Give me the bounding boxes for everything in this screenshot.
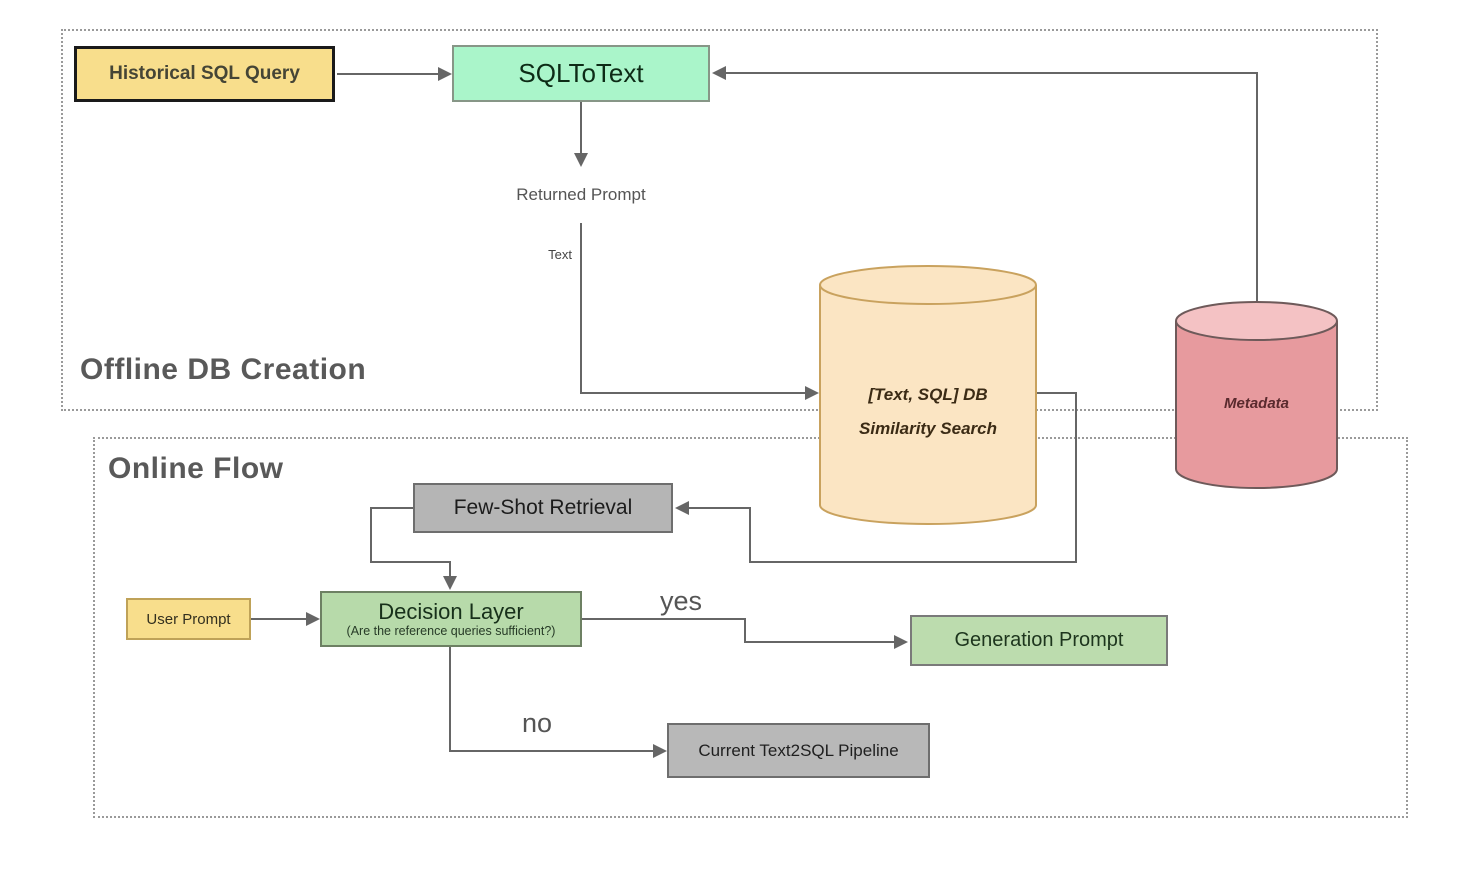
cylinder-top <box>1175 301 1338 341</box>
text-edge-label: Text <box>548 247 572 262</box>
decision-layer-label: Decision Layer <box>378 598 524 624</box>
online-section-title: Online Flow <box>108 452 284 485</box>
generation-prompt-node: Generation Prompt <box>910 615 1168 666</box>
returned-prompt-edge-label: Returned Prompt <box>516 185 646 204</box>
text-sql-db-label: [Text, SQL] DB Similarity Search <box>819 378 1037 446</box>
text-sql-db-label-line1: [Text, SQL] DB <box>868 385 988 404</box>
user-prompt-node: User Prompt <box>126 598 251 640</box>
metadata-cylinder: Metadata <box>1175 301 1338 491</box>
few-shot-retrieval-label: Few-Shot Retrieval <box>453 496 633 519</box>
yes-edge-label: yes <box>660 586 703 616</box>
historical-sql-query-node: Historical SQL Query <box>74 46 335 102</box>
text-sql-db-cylinder: [Text, SQL] DB Similarity Search <box>819 265 1037 525</box>
sql-to-text-node: SQLToText <box>452 45 710 102</box>
metadata-label: Metadata <box>1223 395 1290 412</box>
offline-section-title: Offline DB Creation <box>80 353 367 386</box>
few-shot-retrieval-node: Few-Shot Retrieval <box>413 483 673 533</box>
current-text2sql-pipeline-label: Current Text2SQL Pipeline <box>698 740 899 760</box>
cylinder-body <box>1175 321 1338 489</box>
generation-prompt-label: Generation Prompt <box>954 629 1124 651</box>
decision-layer-node: Decision Layer (Are the reference querie… <box>320 591 582 647</box>
sql-to-text-label: SQLToText <box>518 58 644 88</box>
current-text2sql-pipeline-node: Current Text2SQL Pipeline <box>667 723 930 778</box>
no-edge-label: no <box>522 708 553 738</box>
user-prompt-label: User Prompt <box>146 610 231 628</box>
text-sql-db-label-line2: Similarity Search <box>859 419 997 438</box>
historical-sql-query-label: Historical SQL Query <box>109 63 300 84</box>
cylinder-top <box>819 265 1037 305</box>
database-cylinder-icon <box>1175 301 1338 489</box>
decision-layer-sublabel: (Are the reference queries sufficient?) <box>346 623 556 638</box>
